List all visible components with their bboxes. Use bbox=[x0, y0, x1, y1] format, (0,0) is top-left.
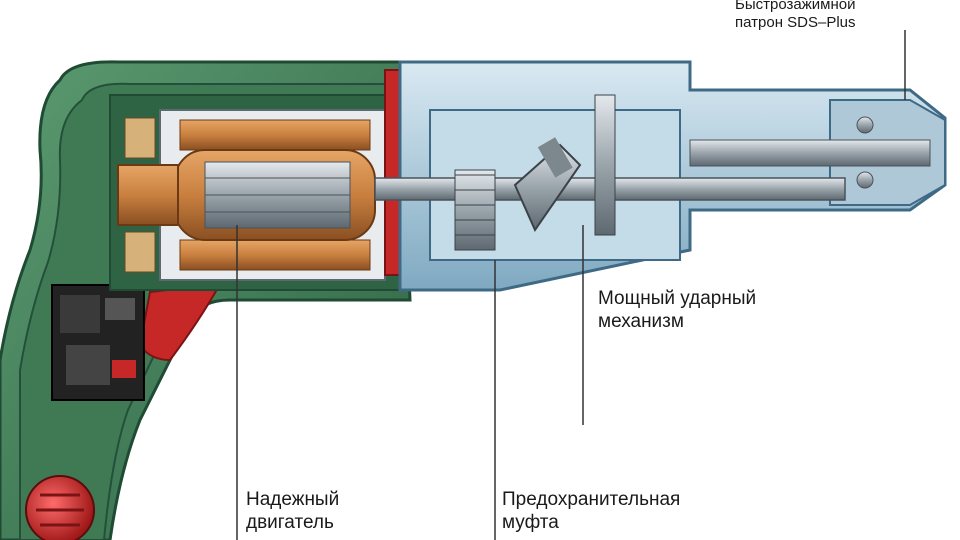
callout-safety-clutch: Предохранительная муфта bbox=[502, 489, 680, 535]
gear-train bbox=[454, 94, 616, 251]
sds-plus-chuck bbox=[689, 99, 946, 206]
rear-knob bbox=[25, 475, 95, 540]
callout-motor-line2: двигатель bbox=[246, 511, 334, 533]
callout-hammer-line2: механизм bbox=[598, 310, 684, 332]
hammer-mechanism bbox=[513, 137, 582, 233]
callout-hammer-line1: Мощный ударный bbox=[598, 288, 757, 309]
commutator bbox=[117, 164, 179, 226]
callout-chuck-line1: Быстрозажимной bbox=[735, 0, 856, 13]
callout-motor: Надежный двигатель bbox=[246, 489, 339, 535]
motor-armature bbox=[174, 149, 376, 241]
trigger bbox=[138, 282, 222, 362]
callout-chuck-line2: патрон SDS–Plus bbox=[735, 14, 856, 31]
leader-lines bbox=[236, 30, 906, 540]
callout-motor-line1: Надежный bbox=[246, 489, 340, 510]
switch-block bbox=[51, 284, 145, 401]
callout-clutch-line1: Предохранительная bbox=[502, 489, 681, 510]
callout-hammer-mechanism: Мощный ударный механизм bbox=[598, 288, 756, 334]
callout-clutch-line2: муфта bbox=[502, 511, 559, 533]
callout-sds-plus-chuck: Быстрозажимной патрон SDS–Plus bbox=[735, 0, 856, 32]
